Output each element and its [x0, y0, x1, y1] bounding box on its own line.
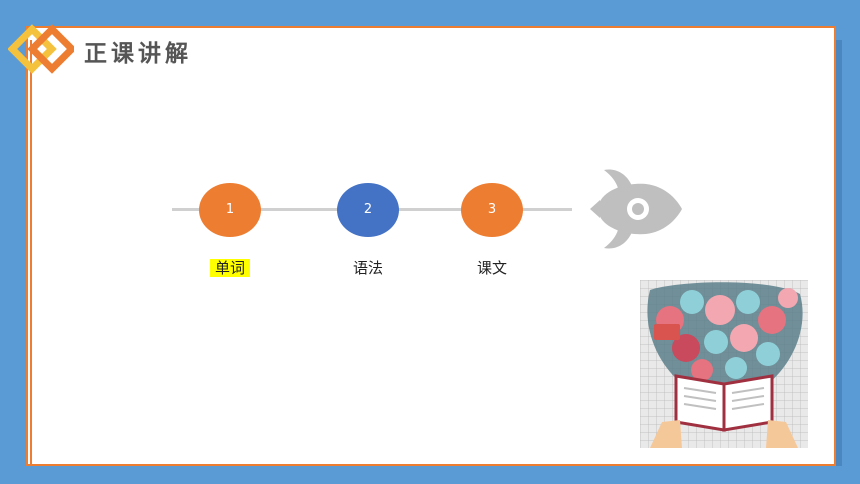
step-3-label[interactable]: 课文	[476, 259, 507, 277]
rocket-icon	[590, 169, 682, 249]
step-2-number: 2	[363, 202, 373, 217]
diamond-logo-icon	[8, 24, 74, 74]
left-accent-line	[30, 40, 32, 464]
step-1-number: 1	[225, 202, 235, 217]
step-3-circle[interactable]: 3	[461, 183, 523, 237]
open-book-illustration	[640, 280, 808, 448]
step-2-circle[interactable]: 2	[337, 183, 399, 237]
step-1-circle[interactable]: 1	[199, 183, 261, 237]
slide-shadow	[836, 40, 842, 466]
step-1-label-text: 单词	[209, 259, 250, 277]
page-title: 正课讲解	[84, 41, 192, 67]
step-1-label[interactable]: 单词	[195, 257, 265, 279]
step-2-label[interactable]: 语法	[352, 259, 383, 277]
step-3-number: 3	[487, 202, 497, 217]
